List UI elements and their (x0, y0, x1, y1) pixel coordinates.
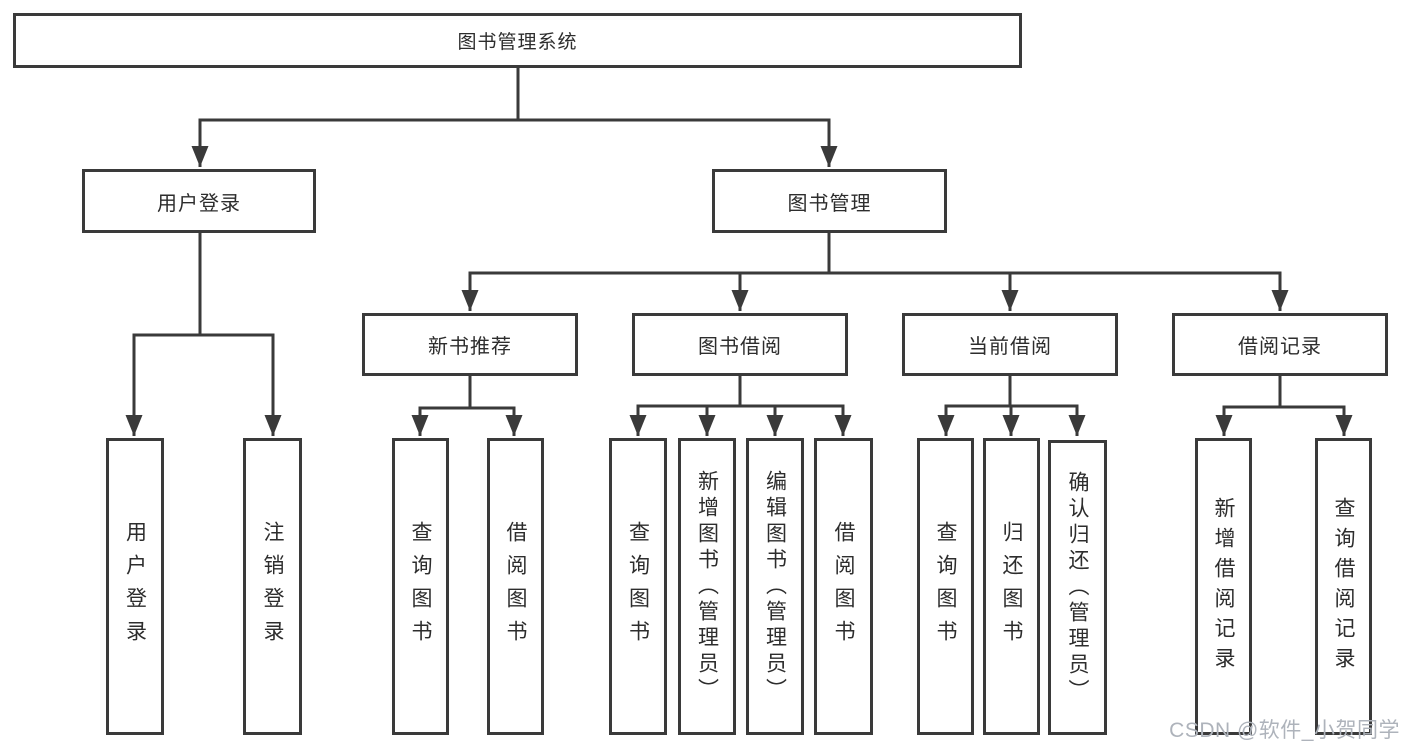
leaf-label: 借阅图书 (832, 520, 855, 653)
leaf-borrow-books-recommend: 借阅图书 (487, 438, 544, 735)
leaf-label: 编辑图书（管理员） (763, 469, 787, 704)
node-current-borrowing: 当前借阅 (902, 313, 1118, 376)
leaf-label: 归还图书 (1000, 520, 1023, 653)
node-book-borrowing: 图书借阅 (632, 313, 848, 376)
node-new-book-recommend: 新书推荐 (362, 313, 578, 376)
leaf-label: 查询图书 (934, 520, 957, 653)
leaf-label: 新增图书（管理员） (695, 469, 719, 704)
leaf-add-borrow-record: 新增借阅记录 (1195, 438, 1252, 735)
leaf-label: 确认归还（管理员） (1066, 470, 1089, 705)
leaf-query-books-borrow: 查询图书 (609, 438, 667, 735)
leaf-add-book-admin: 新增图书（管理员） (678, 438, 736, 735)
leaf-label: 新增借阅记录 (1212, 496, 1235, 677)
leaf-borrow-books: 借阅图书 (814, 438, 873, 735)
leaf-label: 借阅图书 (504, 520, 527, 653)
leaf-label: 用户登录 (123, 520, 147, 653)
leaf-label: 查询图书 (409, 520, 432, 653)
watermark: CSDN @软件_小贺同学 (1169, 719, 1400, 742)
leaf-query-books-current: 查询图书 (917, 438, 974, 735)
leaf-confirm-return-admin: 确认归还（管理员） (1048, 440, 1107, 735)
leaf-label: 查询图书 (626, 520, 650, 653)
leaf-return-book: 归还图书 (983, 438, 1040, 735)
node-borrowing-records: 借阅记录 (1172, 313, 1388, 376)
node-book-management: 图书管理 (712, 169, 947, 233)
leaf-query-borrow-record: 查询借阅记录 (1315, 438, 1372, 735)
node-user-login: 用户登录 (82, 169, 316, 233)
leaf-edit-book-admin: 编辑图书（管理员） (746, 438, 804, 735)
leaf-query-books-recommend: 查询图书 (392, 438, 449, 735)
leaf-user-login: 用户登录 (106, 438, 164, 735)
node-library-management-system: 图书管理系统 (13, 13, 1022, 68)
leaf-label: 查询借阅记录 (1332, 496, 1355, 677)
leaf-logout: 注销登录 (243, 438, 302, 735)
leaf-label: 注销登录 (261, 520, 284, 653)
